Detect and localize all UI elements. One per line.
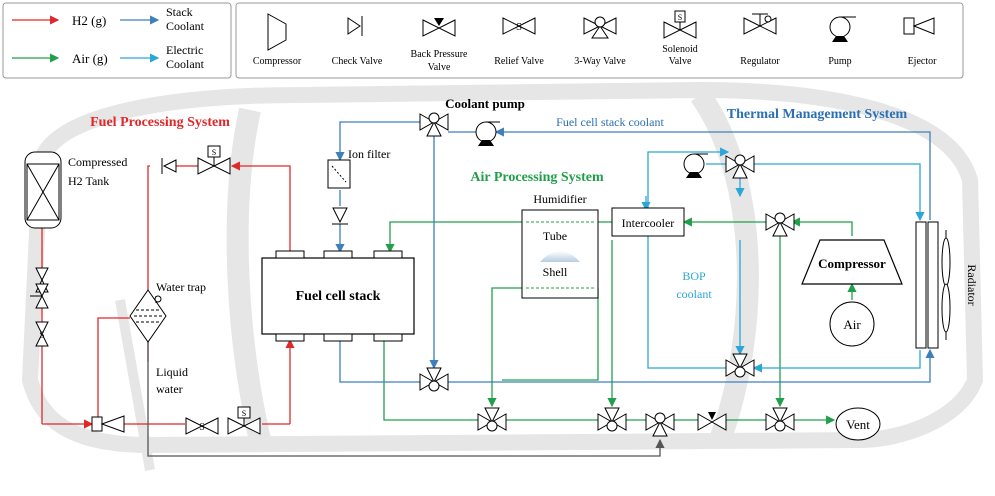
- fuel-cell-stack: [261, 250, 415, 342]
- h2-solenoid-valve: S: [227, 406, 261, 435]
- purge-solenoid-valve: S: [197, 145, 231, 175]
- legend-solenoid-label-1: Solenoid: [662, 44, 698, 55]
- ion-filter-label: Ion filter: [348, 147, 390, 161]
- water-trap-label: Water trap: [156, 280, 206, 294]
- legend-electric-coolant-label-1: Electric: [166, 43, 203, 57]
- bop-coolant-label-1: BOP: [682, 269, 706, 283]
- air-3way-valve-c: [645, 412, 675, 437]
- bop-coolant-label-2: coolant: [676, 287, 712, 301]
- vent: [835, 407, 881, 441]
- radiator: [915, 221, 951, 349]
- purge-check-valve: [161, 158, 177, 174]
- relief-valve-icon: S: [502, 17, 536, 35]
- legend-electric-coolant-label-2: Coolant: [166, 57, 205, 71]
- h2-relief-valve: S: [185, 417, 219, 435]
- thermal-management-title: Thermal Management System: [727, 107, 908, 122]
- water-trap: [129, 289, 167, 343]
- fuel-cell-stack-label: Fuel cell stack: [296, 289, 381, 304]
- liquid-water-label-1: Liquid: [156, 365, 188, 379]
- bop-3way-valve-bottom: [725, 353, 755, 378]
- vent-label: Vent: [846, 417, 870, 432]
- h2-tank-label-2: H2 Tank: [68, 174, 109, 188]
- air-3way-valve-d: [765, 407, 795, 432]
- air-3way-valve-a: [477, 407, 507, 432]
- legend-solenoid-label-2: Valve: [669, 56, 692, 67]
- compressor-icon: [267, 13, 287, 51]
- ejector: [91, 415, 125, 433]
- radiator-label: Radiator: [965, 264, 979, 305]
- legend-h2-label: H2 (g): [72, 13, 106, 28]
- legend-lines: H2 (g) Air (g) Stack Coolant Electric Co…: [2, 2, 232, 79]
- ejector-icon: [903, 17, 935, 35]
- legend-air-label: Air (g): [72, 51, 108, 66]
- pump-icon: [829, 16, 856, 42]
- intercooler-label: Intercooler: [622, 216, 675, 230]
- tank-relief-s: S: [39, 330, 44, 340]
- liquid-water-label-2: water: [156, 382, 183, 396]
- legend-check-valve-label: Check Valve: [332, 56, 383, 67]
- h2-solenoid-s: S: [242, 409, 246, 418]
- humidifier-tube-label: Tube: [543, 229, 567, 243]
- legend-stack-coolant-label-2: Coolant: [166, 19, 205, 33]
- air-inlet-label: Air: [843, 317, 861, 332]
- coolant-3way-valve-top: [419, 112, 449, 137]
- air-3way-valve-top: [765, 212, 795, 237]
- coolant-check-valve: [332, 207, 348, 225]
- bop-pump: [683, 153, 708, 178]
- three-way-valve-icon: [583, 16, 617, 39]
- solenoid-valve-icon: S: [663, 10, 697, 39]
- compressor-label: Compressor: [818, 256, 886, 271]
- legend-regulator-label: Regulator: [740, 56, 780, 67]
- electric-coolant-pipes: [641, 147, 925, 373]
- legend-3way-valve-label: 3-Way Valve: [574, 56, 626, 67]
- legend-solenoid-s: S: [678, 13, 682, 22]
- air-pipes: [383, 217, 857, 425]
- intercooler: [611, 207, 685, 237]
- legend-back-pressure-label-2: Valve: [428, 62, 451, 73]
- air-inlet: [829, 301, 875, 347]
- liquid-water-pipe: [147, 340, 665, 457]
- tank-regulator: [30, 283, 49, 309]
- air-compressor: [801, 239, 903, 285]
- legend-ejector-label: Ejector: [908, 56, 938, 67]
- check-valve-icon: [347, 16, 363, 36]
- legend-compressor-label: Compressor: [253, 56, 302, 67]
- h2-tank-label-1: Compressed: [68, 155, 127, 169]
- h2-relief-s: S: [199, 422, 205, 433]
- coolant-3way-valve-bottom: [419, 367, 449, 392]
- air-3way-valve-b: [597, 407, 627, 432]
- back-pressure-valve-icon: [422, 18, 456, 37]
- h2-tank: [24, 151, 62, 229]
- fuel-processing-title: Fuel Processing System: [90, 115, 230, 130]
- ion-filter: [327, 159, 351, 189]
- air-processing-title: Air Processing System: [470, 170, 604, 185]
- humidifier: [521, 209, 599, 299]
- humidifier-shell-label: Shell: [543, 265, 568, 279]
- legend-relief-s: S: [516, 21, 522, 33]
- legend-back-pressure-label-1: Back Pressure: [411, 49, 468, 60]
- humidifier-label: Humidifier: [533, 192, 586, 206]
- regulator-icon: [743, 13, 777, 35]
- stack-coolant-path-label: Fuel cell stack coolant: [556, 115, 664, 129]
- stack-coolant-pipes: [335, 121, 935, 383]
- coolant-pump-label: Coolant pump: [445, 96, 525, 111]
- coolant-pump: [475, 121, 500, 146]
- bop-3way-valve-top: [725, 154, 755, 179]
- purge-solenoid-s: S: [212, 148, 216, 157]
- tank-relief-valve: S: [35, 321, 49, 347]
- legend-symbols: Compressor Check Valve Back Pressure Val…: [235, 2, 964, 79]
- legend-pump-label: Pump: [828, 56, 851, 67]
- legend-relief-valve-label: Relief Valve: [494, 56, 544, 67]
- legend-stack-coolant-label-1: Stack: [166, 5, 193, 19]
- back-pressure-valve: [697, 412, 727, 431]
